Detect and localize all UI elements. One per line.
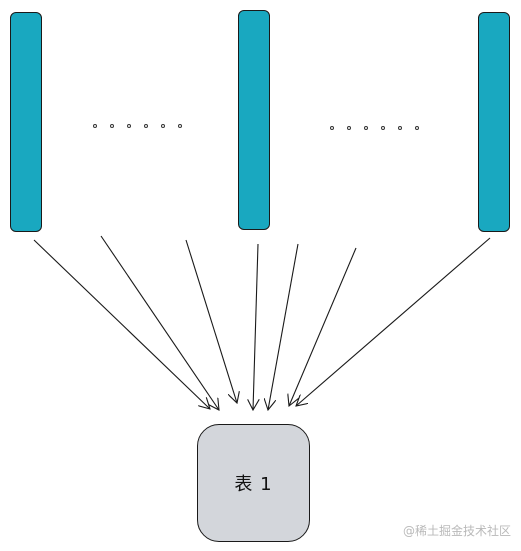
ellipsis-dot <box>364 126 368 130</box>
ellipsis-dot <box>144 124 148 128</box>
arrow-2 <box>100 235 219 410</box>
arrow-5 <box>268 243 299 410</box>
target-table-node: 表 1 <box>197 424 310 542</box>
ellipsis-dot <box>347 126 351 130</box>
ellipsis-dot <box>415 126 419 130</box>
ellipsis-dot <box>398 126 402 130</box>
arrow-3 <box>185 239 237 403</box>
arrow-6 <box>289 247 357 406</box>
ellipsis-dot <box>110 124 114 128</box>
ellipsis-right <box>330 126 419 130</box>
ellipsis-dot <box>178 124 182 128</box>
arrow-7 <box>296 237 491 406</box>
source-bar-right <box>478 12 510 232</box>
source-bar-left <box>10 12 42 232</box>
watermark-text: @稀土掘金技术社区 <box>402 524 511 538</box>
ellipsis-dot <box>381 126 385 130</box>
ellipsis-left <box>93 124 182 128</box>
arrow-1 <box>33 239 210 409</box>
source-bar-middle <box>238 10 270 230</box>
ellipsis-dot <box>330 126 334 130</box>
ellipsis-dot <box>93 124 97 128</box>
ellipsis-dot <box>161 124 165 128</box>
target-table-label: 表 1 <box>234 474 273 495</box>
arrow-4 <box>253 243 258 410</box>
ellipsis-dot <box>127 124 131 128</box>
